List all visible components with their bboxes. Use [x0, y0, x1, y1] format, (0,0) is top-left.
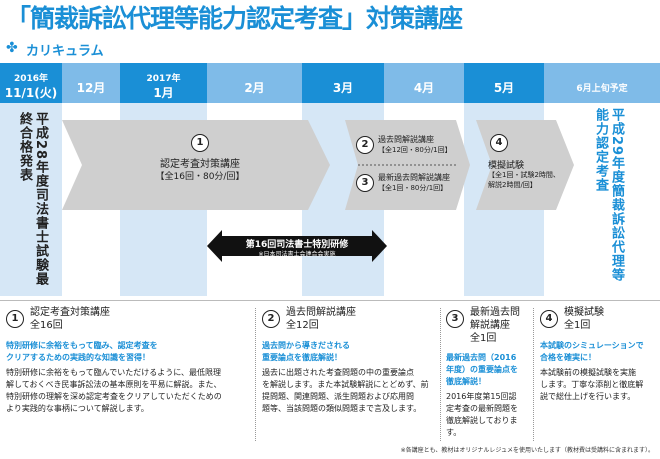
panel-3-body-line: 徹底解説しております。: [446, 416, 518, 437]
chevron-1-detail: 【全16回・80分/回】: [155, 172, 245, 182]
panel-4-body-line: します。丁寧な添削と徹底解: [540, 380, 644, 389]
panel-1-highlight-line: 特別研修に余裕をもって臨み、認定考査を: [6, 341, 158, 350]
header-first-date: 11/1(火): [4, 86, 58, 100]
panel-1-body-line: 解しておくべき民事訴訟法の基本原則を平易に解説。また、: [6, 380, 222, 389]
page-title: 「簡裁訴訟代理等能力認定考査」対策講座: [6, 4, 463, 33]
chevron-4-detail-1: 【全1回・試験2時間、: [488, 171, 560, 179]
header-feb: 2月: [207, 63, 302, 103]
panel-1-highlight-line: クリアするための実践的な知識を習得！: [6, 353, 150, 362]
panel-2-title: 過去問解説講座: [286, 307, 356, 318]
panel-4-count: 全1回: [564, 320, 591, 331]
panel-3-highlight-line: 徹底解説！: [446, 377, 486, 386]
panel-3-highlight-line: 年度）の重要論点を: [446, 365, 518, 374]
header-month: 3月: [332, 81, 354, 95]
chevron-2-detail: 【全12回・80分/1回】: [378, 146, 452, 154]
header-month: 5月: [493, 81, 515, 95]
left-event-text: 平成28年度司法書士試験最終合格発表: [17, 112, 48, 287]
panel-2-body-line: 過去に出題された考査問題の中の重要論点: [262, 368, 414, 377]
panel-3-body-line: 2016年度第15回認: [446, 392, 517, 401]
panel-1-body-line: 特別研修に余裕をもって臨んでいただけるように、最低限理: [6, 368, 221, 377]
panel-2-body-line: を解説します。また本試験解説にとどめず、前: [262, 380, 429, 389]
panel-3-body-line: 定考査の最新問題を: [446, 404, 518, 413]
panel-2-body-line: 題等、当該問題の類似問題まで言及します。: [262, 404, 422, 413]
panel-3-highlight-line: 最新過去問（2016: [446, 353, 517, 362]
panel-2-body: 過去に出題された考査問題の中の重要論点 を解説します。また本試験解説にとどめず、…: [262, 367, 437, 415]
chevron-1: [62, 120, 330, 210]
chevron-1-title: 認定考査対策講座: [160, 159, 240, 170]
panel-2-highlight-line: 過去問から導きだされる: [262, 341, 350, 350]
panel-1-body-line: より実践的な事柄について解説します。: [6, 404, 149, 413]
header-may: 5月: [464, 63, 544, 103]
footnote: ※各講座とも、教材はオリジナルレジュメを使用いたします（教材費は受講料に含まれま…: [400, 447, 654, 454]
right-event-text: 平成29年度簡裁訴訟代理等能力認定考査: [593, 108, 624, 283]
panel-4-highlight-line: 本試験のシミュレーションで: [540, 341, 644, 350]
header-month: 2月: [244, 81, 265, 95]
panel-2-highlight-line: 重要論点を徹底解説！: [262, 353, 342, 362]
header-first: 2016年 11/1(火): [0, 63, 62, 103]
header-apr: 4月: [384, 63, 464, 103]
chevron-1-content: 1 認定考査対策講座 【全16回・80分/回】: [120, 134, 280, 184]
panel-4-highlight: 本試験のシミュレーションで 合格を確実に！: [540, 340, 658, 364]
chevron-2-number: 2: [356, 136, 374, 154]
panel-3-number: 3: [446, 310, 464, 328]
panel-4-highlight-line: 合格を確実に！: [540, 353, 596, 362]
header-month: 4月: [413, 81, 435, 95]
header-mar: 3月: [302, 63, 384, 103]
panel-2-number: 2: [262, 310, 280, 328]
header-month: 12月: [76, 81, 106, 95]
panel-1: 1 認定考査対策講座 全16回 特別研修に余裕をもって臨み、認定考査を クリアす…: [6, 306, 251, 446]
header-last-label: 6月上旬予定: [576, 84, 628, 94]
bottom-divider: [0, 300, 660, 301]
panel-2-count: 全12回: [286, 320, 319, 331]
chevron-3-detail: 【全1回・80分/1回】: [378, 184, 448, 192]
panel-separator: [255, 308, 257, 441]
panel-4-body: 本試験前の模擬試験を実施 します。丁寧な添削と徹底解 説で総仕上げを行います。: [540, 367, 658, 403]
training-note: ※日本司法書士会連合会実施: [258, 251, 336, 258]
panel-1-count: 全16回: [30, 320, 63, 331]
header-month: 1月: [153, 86, 174, 100]
chevron-4-number: 4: [490, 134, 508, 152]
header-last: 6月上旬予定: [544, 63, 660, 103]
panel-3-count: 全1回: [470, 333, 497, 344]
panel-2-highlight: 過去問から導きだされる 重要論点を徹底解説！: [262, 340, 437, 364]
panel-4-body-line: 本試験前の模擬試験を実施: [540, 368, 636, 377]
panel-1-body: 特別研修に余裕をもって臨んでいただけるように、最低限理 解しておくべき民事訴訟法…: [6, 367, 251, 415]
panel-separator: [440, 308, 442, 441]
panel-3-highlight: 最新過去問（2016 年度）の重要論点を 徹底解説！: [446, 352, 530, 388]
panel-3: 3 最新過去問 解説講座 全1回 最新過去問（2016 年度）の重要論点を 徹底…: [446, 306, 530, 446]
panel-2-body-line: 提問題、関連問題、派生問題および応用問: [262, 392, 414, 401]
panel-1-number: 1: [6, 310, 24, 328]
chevron-4-title: 模擬試験: [488, 161, 525, 171]
panel-3-title-2: 解説講座: [470, 320, 510, 331]
training-arrow: [207, 230, 387, 262]
header-first-year: 2016年: [13, 74, 49, 84]
panel-4-body-line: 説で総仕上げを行います。: [540, 392, 636, 401]
panel-1-body-line: 特別研修の理解を深め認定考査をクリアしていただくための: [6, 392, 222, 401]
panel-4: 4 模擬試験 全1回 本試験のシミュレーションで 合格を確実に！ 本試験前の模擬…: [540, 306, 658, 446]
panel-4-number: 4: [540, 310, 558, 328]
panel-1-highlight: 特別研修に余裕をもって臨み、認定考査を クリアするための実践的な知識を習得！: [6, 340, 251, 364]
panel-2: 2 過去問解説講座 全12回 過去問から導きだされる 重要論点を徹底解説！ 過去…: [262, 306, 437, 446]
header-jan-year: 2017年: [146, 74, 181, 84]
chevron-4-detail-2: 解説2時間/回】: [488, 181, 537, 189]
chevron-2-title: 過去問解説講座: [378, 135, 434, 144]
panel-3-title-1: 最新過去問: [470, 307, 520, 318]
chevron-3-number: 3: [356, 174, 374, 192]
section-mark-icon: ✤: [6, 40, 18, 56]
header-jan: 2017年 1月: [120, 63, 207, 103]
chevron-1-number: 1: [191, 134, 209, 152]
panel-1-title: 認定考査対策講座: [30, 307, 110, 318]
header-dec: 12月: [62, 63, 120, 103]
chevron-3-title: 最新過去問解説講座: [378, 173, 450, 182]
panel-4-title: 模擬試験: [564, 307, 604, 318]
panel-3-body: 2016年度第15回認 定考査の最新問題を 徹底解説しております。: [446, 391, 530, 439]
section-label: カリキュラム: [26, 44, 104, 59]
panel-separator: [533, 308, 535, 441]
training-title: 第16回司法書士特別研修: [245, 240, 349, 250]
